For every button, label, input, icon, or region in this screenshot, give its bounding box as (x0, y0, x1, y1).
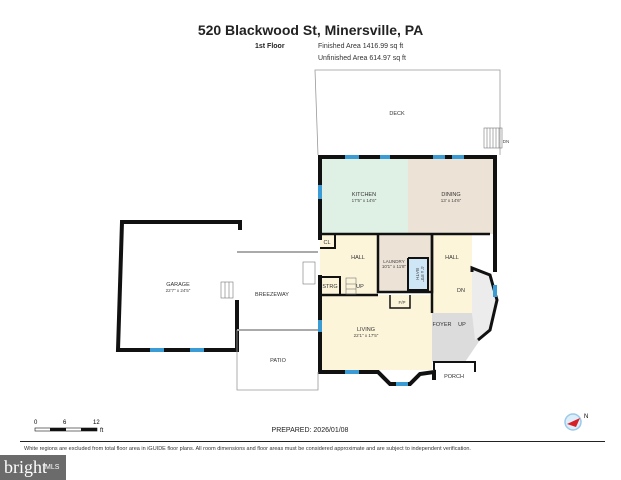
living-dims: 22'1" x 17'5" (354, 333, 379, 338)
dining-dims: 13' x 14'6" (441, 198, 462, 203)
floor-label: 1st Floor (255, 43, 285, 50)
foyer-label: FOYER (433, 322, 452, 328)
deck-stairs (483, 127, 503, 149)
prepared-date: PREPARED: 2026/01/08 (271, 427, 349, 434)
breezeway-label: BREEZEWAY (255, 292, 289, 298)
living-room (320, 295, 432, 370)
kitchen-dims: 17'5" x 14'6" (352, 198, 377, 203)
dining-label: DINING (441, 192, 460, 198)
garage-steps (220, 261, 357, 299)
stairs-up-label: UP (356, 284, 364, 290)
laundry-label: LAUNDRY (383, 259, 404, 264)
living-label: LIVING (357, 327, 375, 333)
kitchen-room (320, 157, 408, 234)
laundry-dims: 10'1" x 11'8" (382, 264, 407, 269)
foyer-room (432, 313, 480, 362)
windows (150, 155, 497, 386)
porch-label: PORCH (444, 374, 464, 380)
kitchen-label: KITCHEN (352, 192, 376, 198)
stair-bay (472, 268, 497, 340)
scale-tick: 12 (93, 420, 100, 426)
scale-bar: 0 6 12 ft (34, 420, 104, 434)
scale-unit: ft (100, 428, 104, 434)
bath-label: BATH (415, 268, 420, 280)
storage-label: STRG (322, 284, 337, 290)
hall-left-label: HALL (351, 255, 365, 261)
page-title: 520 Blackwood St, Minersville, PA (197, 22, 424, 38)
bath-dims: 4' x 8'0" (420, 266, 425, 282)
patio-label: PATIO (270, 358, 286, 364)
hall-left-room (320, 235, 378, 295)
hall-right-label: HALL (445, 255, 459, 261)
walls (115, 155, 499, 391)
logo-brand: bright (4, 457, 47, 477)
hall-right-room (432, 235, 472, 313)
deck-label: DECK (389, 111, 405, 117)
scale-tick: 6 (63, 420, 67, 426)
compass-north-label: N (584, 414, 588, 420)
bath-room (408, 258, 428, 290)
compass-icon: N (564, 413, 588, 431)
garage-label: GARAGE (166, 282, 190, 288)
bright-mls-logo: bright MLS (0, 455, 66, 480)
foyer-up-label: UP (458, 322, 466, 328)
deck-dn-label: DN (503, 139, 510, 144)
logo-suffix: MLS (45, 464, 60, 471)
fireplace-label: F/P (398, 300, 405, 305)
scale-tick: 0 (34, 420, 38, 426)
dining-room (408, 157, 495, 234)
footer-divider (20, 441, 605, 442)
finished-area: Finished Area 1416.99 sq ft (318, 43, 404, 50)
disclaimer: White regions are excluded from total fl… (24, 446, 471, 452)
garage-dims: 22'7" x 24'5" (166, 288, 191, 293)
stairs-down-label: DN (457, 288, 465, 294)
closet-label: CL (323, 240, 330, 246)
unfinished-area: Unfinished Area 614.97 sq ft (318, 55, 406, 62)
deck: DECK DN (314, 69, 510, 156)
